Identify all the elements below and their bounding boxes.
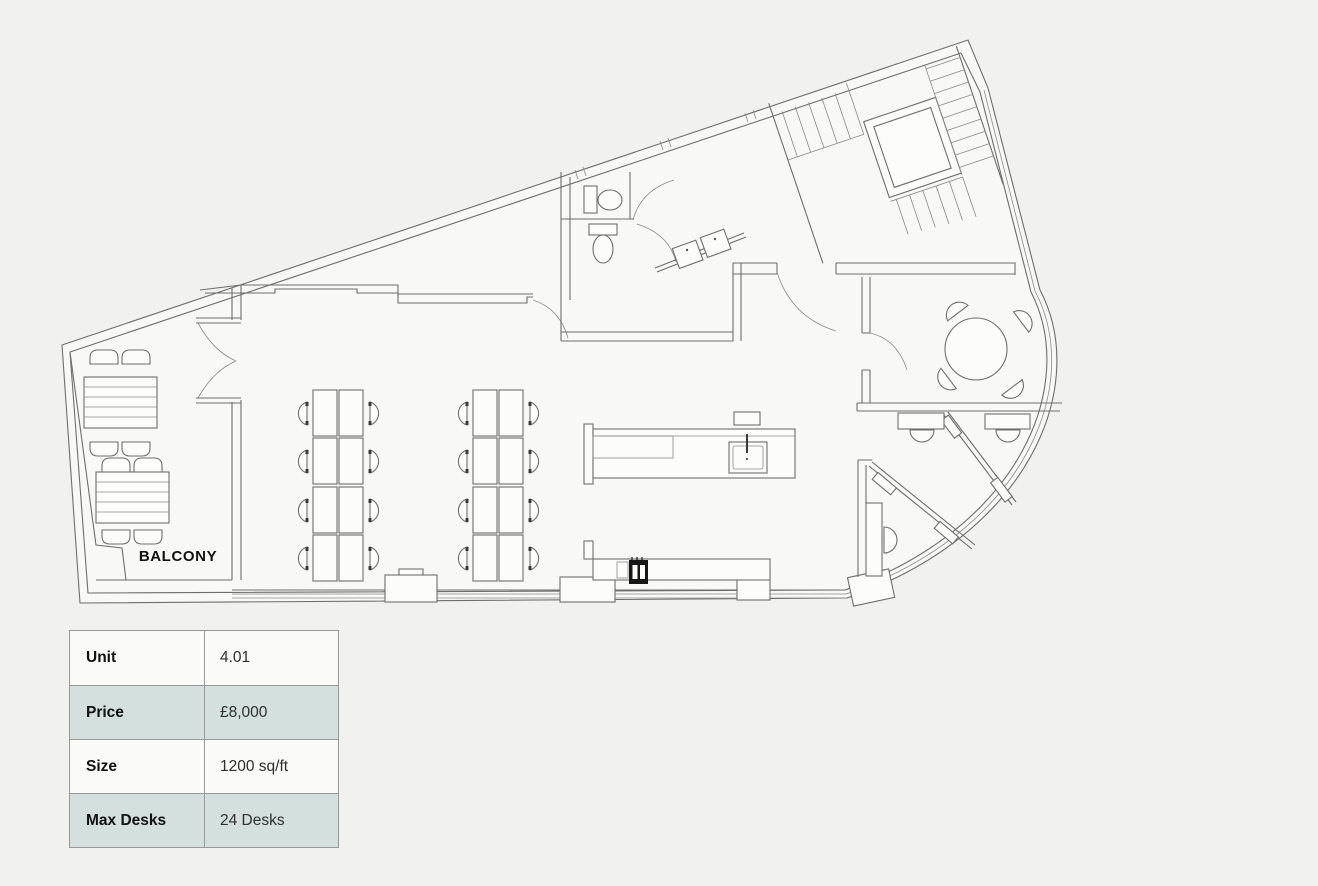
toilet-1: [583, 185, 598, 214]
booth-chair-b: [995, 429, 1021, 443]
corridor-wall: [733, 262, 1016, 332]
desk-bank-1: [297, 389, 380, 582]
row-label: Size: [86, 757, 118, 775]
row-label: Price: [86, 703, 124, 721]
balcony-label: BALCONY: [139, 548, 217, 565]
phone-booths: [857, 411, 1031, 577]
wc-block: [560, 172, 747, 342]
wc-sinks: [654, 228, 747, 273]
kitchen-island: [583, 411, 796, 485]
table-row-unit: Unit 4.01: [70, 631, 338, 685]
meeting-table: [937, 301, 1033, 399]
row-label: Unit: [86, 649, 117, 666]
booth-desk-c: [865, 502, 883, 577]
unit-info-table: Unit 4.01 Price £8,000 Size 1200 sq/ft M…: [69, 630, 339, 848]
booth-desk-a: [897, 412, 945, 430]
balcony: BALCONY: [69, 285, 242, 581]
credenza: [583, 540, 771, 584]
balcony-table-2: [95, 457, 170, 545]
table-row-price: Price £8,000: [70, 685, 338, 739]
table-row-size: Size 1200 sq/ft: [70, 739, 338, 793]
desk-bank-2: [457, 389, 540, 582]
row-value: £8,000: [204, 686, 338, 739]
table-row-max-desks: Max Desks 24 Desks: [70, 793, 338, 847]
booth-chair-c: [883, 526, 898, 554]
meeting-room: [856, 277, 1062, 412]
balcony-table-1: [83, 349, 158, 457]
booth-desk-b: [984, 413, 1031, 430]
stairwell: [768, 45, 1004, 264]
row-value: 1200 sq/ft: [204, 740, 338, 793]
row-label: Max Desks: [86, 811, 167, 829]
row-value: 24 Desks: [204, 794, 338, 847]
kitchen-sink: [728, 434, 768, 474]
toilet-2: [588, 223, 618, 236]
row-value: 4.01: [204, 631, 338, 685]
booth-chair-a: [909, 429, 935, 443]
office-top-wall: [199, 284, 569, 339]
printer: [629, 557, 648, 584]
